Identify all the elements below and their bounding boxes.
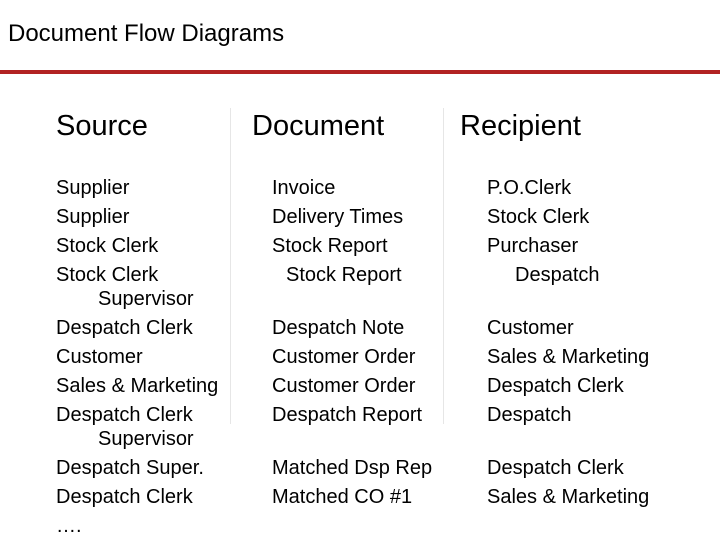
recipient-item: Despatch [515,264,600,286]
title-divider [0,70,720,74]
document-item: Stock Report [272,235,388,257]
source-item: Stock Clerk [56,264,159,286]
column-divider [230,108,231,424]
recipient-heading: Recipient [460,110,581,142]
source-item: Despatch Clerk [56,486,193,508]
recipient-item: Purchaser [487,235,579,257]
document-item: Customer Order [272,375,416,397]
recipient-item: Customer [487,317,574,339]
source-item: Supplier [56,206,130,228]
recipient-item: Despatch Clerk [487,457,624,479]
document-item: Customer Order [272,346,416,368]
document-item: Despatch Report [272,404,423,426]
document-item: Stock Report [286,264,402,286]
document-item: Despatch Note [272,317,405,339]
recipient-item: Sales & Marketing [487,346,650,368]
page-title: Document Flow Diagrams [8,20,285,47]
document-item: Matched CO #1 [272,486,413,508]
document-item: Matched Dsp Rep [272,457,433,479]
recipient-item: Despatch [487,404,572,426]
source-item: Supervisor [98,428,194,450]
recipient-item: Stock Clerk [487,206,590,228]
document-item: Invoice [272,177,336,199]
source-item: Sales & Marketing [56,375,219,397]
source-item: Despatch Clerk [56,404,193,426]
recipient-item: P.O.Clerk [487,177,572,199]
source-item: Supplier [56,177,130,199]
column-divider [443,108,444,424]
source-item: Despatch Super. [56,457,204,479]
document-heading: Document [252,110,385,142]
recipient-item: Despatch Clerk [487,375,624,397]
source-item: Customer [56,346,143,368]
source-heading: Source [56,110,148,142]
source-item: Supervisor [98,288,194,310]
recipient-item: Sales & Marketing [487,486,650,508]
source-item: …. [56,515,82,537]
document-item: Delivery Times [272,206,404,228]
source-item: Despatch Clerk [56,317,193,339]
source-item: Stock Clerk [56,235,159,257]
